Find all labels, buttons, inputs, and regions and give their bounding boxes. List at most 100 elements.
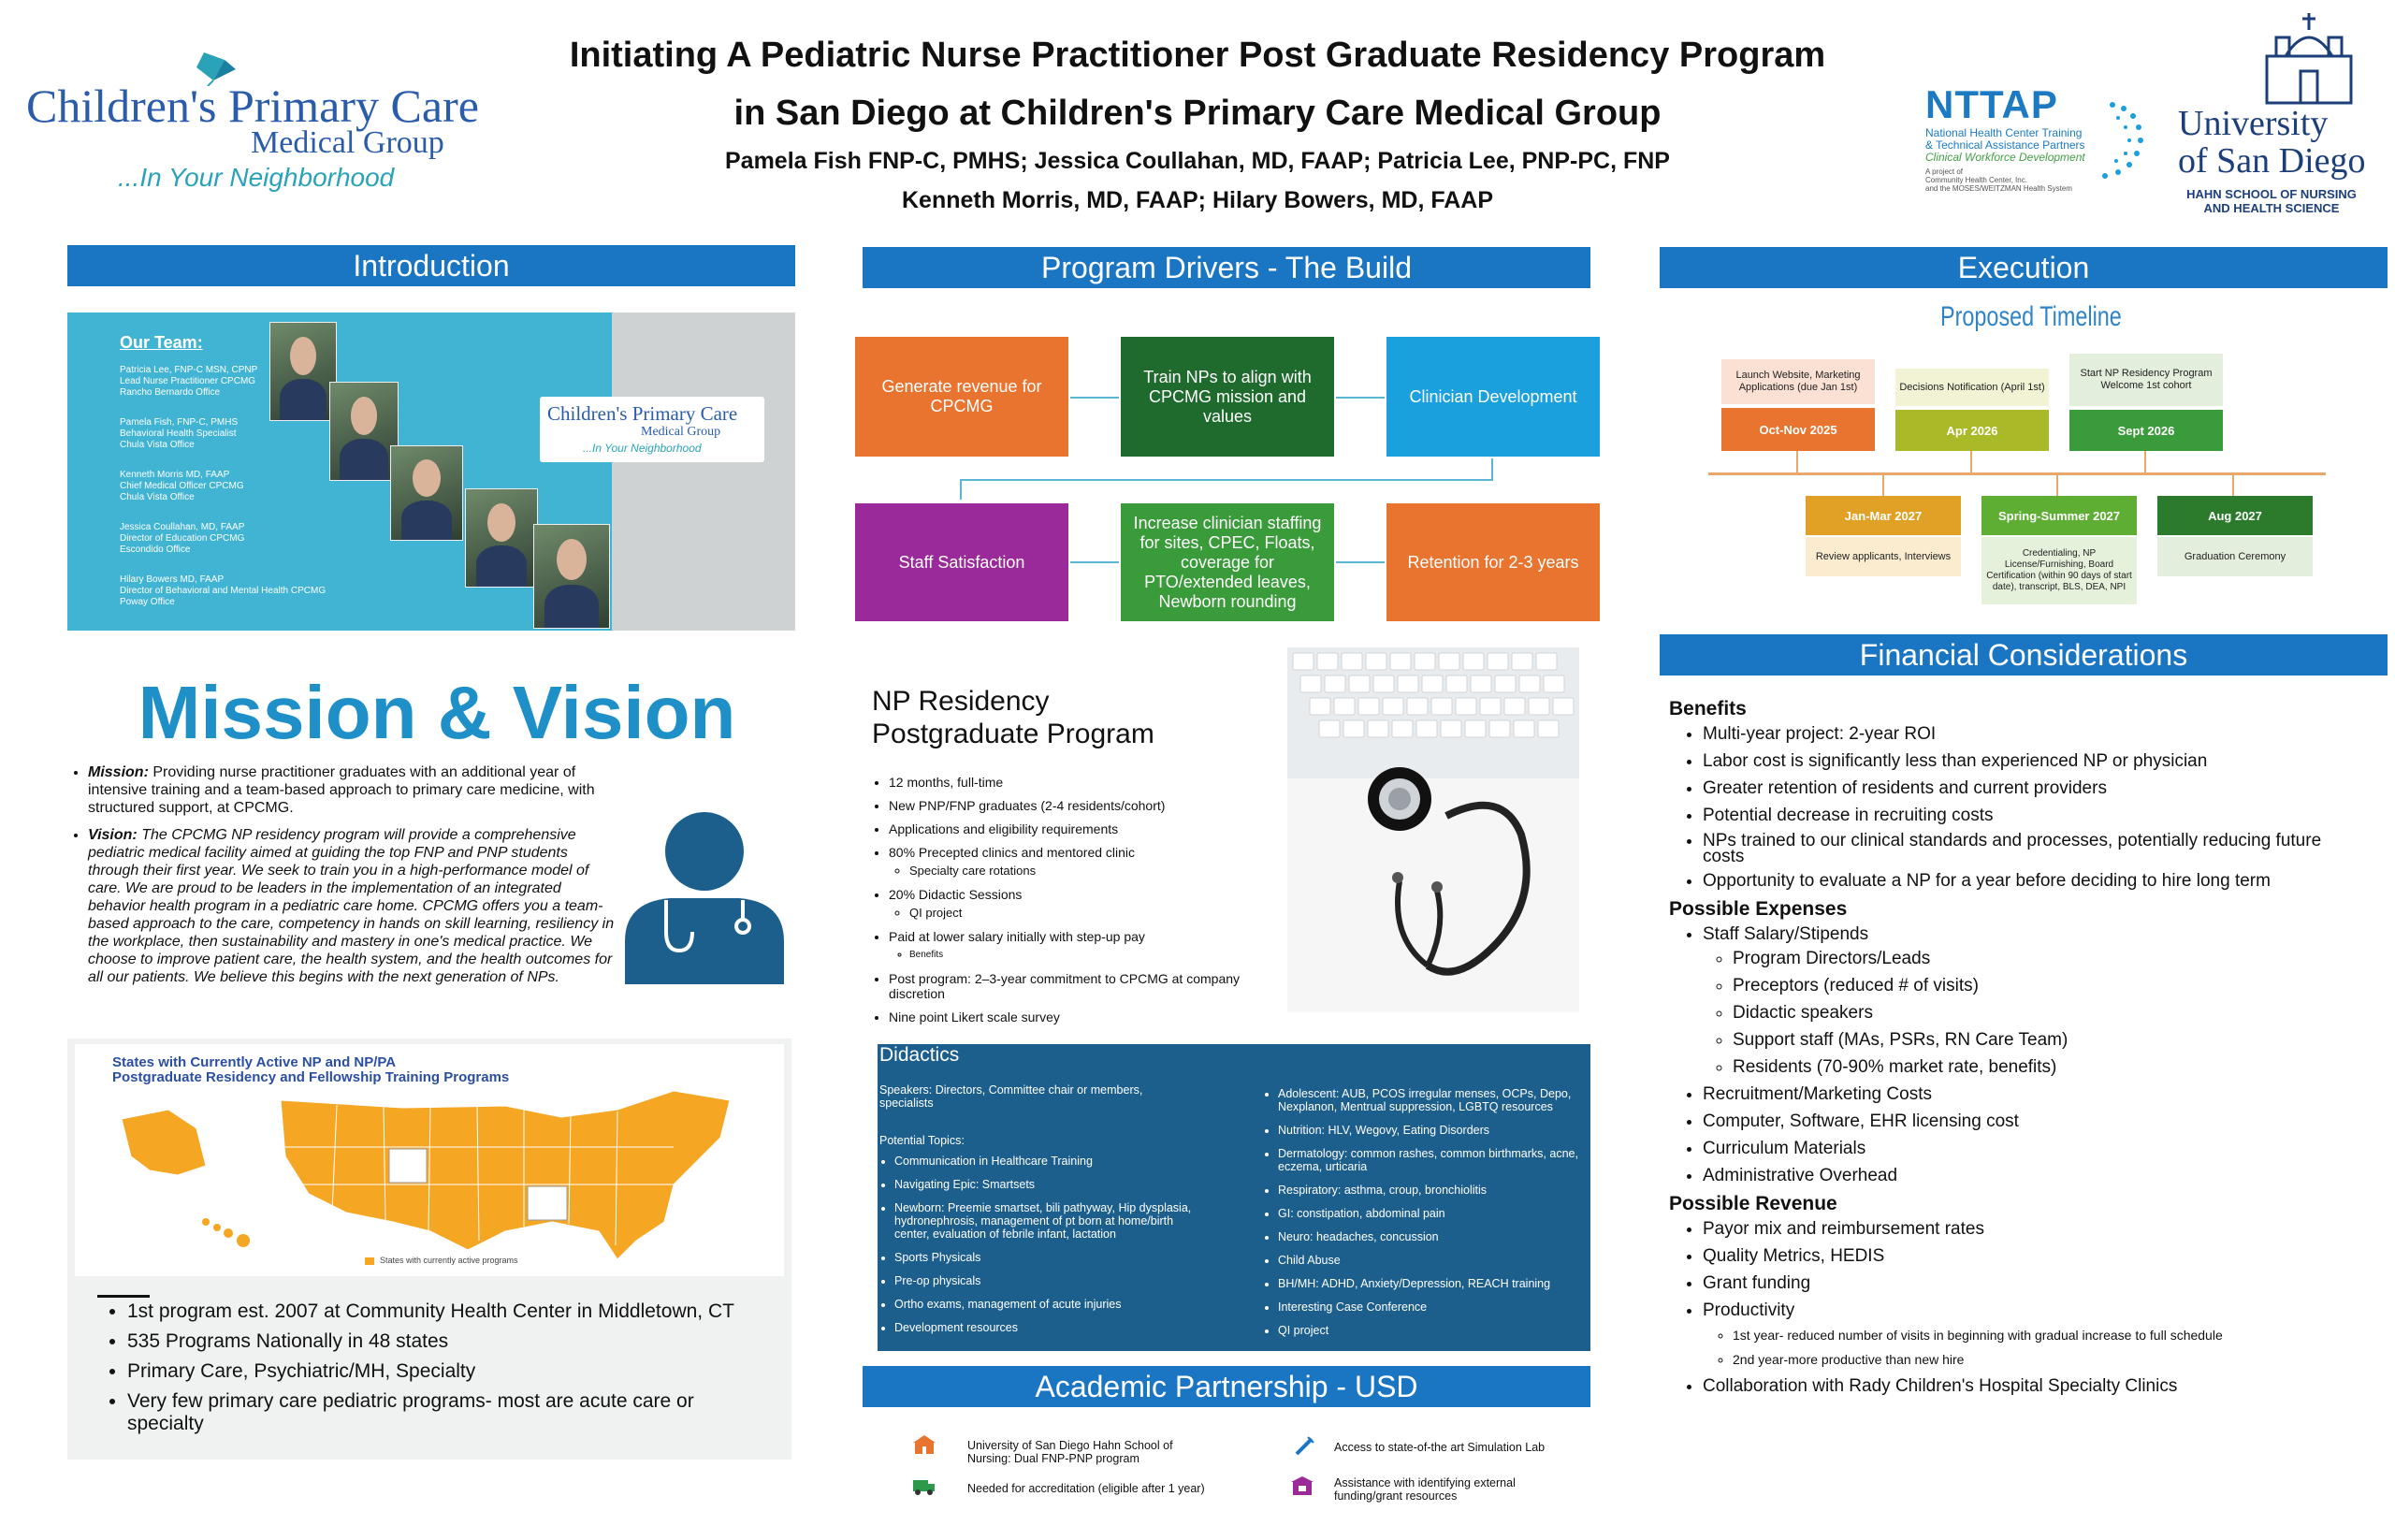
timeline-label: Apr 2026 bbox=[1895, 410, 2049, 451]
driver-clinician-development: Clinician Development bbox=[1386, 337, 1600, 457]
team-photo-1 bbox=[269, 322, 337, 421]
didactic-topic: Navigating Epic: Smartsets bbox=[894, 1178, 1198, 1191]
cpc-subname: Medical Group bbox=[251, 125, 444, 160]
revenue-item: Quality Metrics, HEDIS bbox=[1703, 1246, 2361, 1267]
nttap-line-5: Community Health Center, Inc. bbox=[1925, 176, 2027, 184]
didactics-right-column: Adolescent: AUB, PCOS irregular menses, … bbox=[1263, 1087, 1583, 1347]
didactic-topic: Interesting Case Conference bbox=[1278, 1300, 1583, 1314]
np-residency-list: 12 months, full-time New PNP/FNP graduat… bbox=[870, 775, 1263, 1033]
didactics-topics-label: Potential Topics: bbox=[879, 1134, 965, 1147]
driver-increase-staffing: Increase clinician staffing for sites, C… bbox=[1121, 503, 1334, 621]
revenue-item: Collaboration with Rady Children's Hospi… bbox=[1703, 1376, 2361, 1397]
cpc-tagline: ...In Your Neighborhood bbox=[118, 163, 395, 192]
usd-school-line-1: HAHN SCHOOL OF NURSING bbox=[2186, 187, 2357, 201]
didactic-topic: Adolescent: AUB, PCOS irregular menses, … bbox=[1278, 1087, 1583, 1113]
academic-item: Needed for accreditation (eligible after… bbox=[967, 1482, 1205, 1495]
driver-train-nps: Train NPs to align with CPCMG mission an… bbox=[1121, 337, 1334, 457]
flow-arrow bbox=[960, 479, 1493, 481]
productivity-subitem: 2nd year-more productive than new hire bbox=[1733, 1349, 2361, 1370]
benefit-item: Labor cost is significantly less than ex… bbox=[1703, 751, 2361, 772]
team-member-2: Pamela Fish, FNP-C, PMHS Behavioral Heal… bbox=[120, 417, 239, 450]
divider bbox=[97, 1295, 150, 1298]
academic-header: Academic Partnership - USD bbox=[863, 1366, 1590, 1407]
didactic-topic: GI: constipation, abdominal pain bbox=[1278, 1207, 1583, 1220]
didactic-topic: Ortho exams, management of acute injurie… bbox=[894, 1298, 1198, 1311]
timeline-desc: Start NP Residency Program Welcome 1st c… bbox=[2069, 354, 2223, 406]
flow-arrow bbox=[1336, 561, 1385, 563]
driver-retention: Retention for 2-3 years bbox=[1386, 503, 1600, 621]
ambulance-icon bbox=[913, 1480, 935, 1495]
us-map bbox=[121, 1090, 731, 1260]
np-subitem: QI project bbox=[909, 906, 1263, 921]
timeline-desc: Launch Website, Marketing Applications (… bbox=[1721, 359, 1875, 404]
revenue-item: Grant funding bbox=[1703, 1273, 2361, 1294]
team-photo-3 bbox=[390, 445, 463, 541]
cpc-logo: Children's Primary Care Medical Group ..… bbox=[26, 49, 550, 198]
usd-name-line-2: of San Diego bbox=[2178, 141, 2366, 181]
didactic-topic: Sports Physicals bbox=[894, 1251, 1198, 1264]
timeline-axis bbox=[1708, 472, 2326, 475]
legend-label: States with currently active programs bbox=[380, 1256, 518, 1265]
didactics-speakers: Speakers: Directors, Committee chair or … bbox=[879, 1083, 1143, 1110]
expense-item: Computer, Software, EHR licensing cost bbox=[1703, 1111, 2361, 1132]
nttap-line-3: Clinical Workforce Development bbox=[1925, 151, 2085, 164]
team-photo-4 bbox=[465, 488, 538, 588]
driver-revenue: Generate revenue for CPCMG bbox=[855, 337, 1068, 457]
timeline-label: Aug 2027 bbox=[2157, 496, 2313, 535]
timeline-label: Oct-Nov 2025 bbox=[1721, 408, 1875, 451]
legend-swatch bbox=[365, 1257, 374, 1265]
map-state-without-program bbox=[527, 1185, 568, 1221]
driver-staff-satisfaction: Staff Satisfaction bbox=[855, 503, 1068, 621]
team-panel: Our Team: Patricia Lee, FNP-C MSN, CPNP … bbox=[67, 312, 612, 631]
academic-item: University of San Diego Hahn School of N… bbox=[967, 1439, 1173, 1465]
timeline-stem bbox=[2056, 473, 2058, 496]
mission-vision-text: Mission: Providing nurse practitioner gr… bbox=[67, 763, 619, 995]
execution-header: Execution bbox=[1660, 247, 2388, 288]
timeline-label: Spring-Summer 2027 bbox=[1981, 496, 2137, 535]
programs-facts: 1st program est. 2007 at Community Healt… bbox=[101, 1300, 775, 1443]
expense-subitem: Support staff (MAs, PSRs, RN Care Team) bbox=[1733, 1030, 2361, 1051]
team-member-5: Hilary Bowers MD, FAAP Director of Behav… bbox=[120, 574, 327, 607]
stethoscope-keyboard-icon bbox=[1287, 647, 1579, 976]
np-item: 12 months, full-time bbox=[889, 775, 1263, 790]
timeline-label: Sept 2026 bbox=[2069, 410, 2223, 451]
timeline-desc: Graduation Ceremony bbox=[2157, 537, 2313, 576]
didactics-panel: Didactics Speakers: Directors, Committee… bbox=[878, 1044, 1590, 1351]
nttap-wordmark: NTTAP bbox=[1925, 82, 2058, 126]
map-state-without-program bbox=[388, 1148, 428, 1184]
team-title: Our Team: bbox=[120, 333, 203, 352]
nttap-line-4: A project of bbox=[1925, 167, 1964, 176]
mission-vision-title: Mission & Vision bbox=[138, 671, 736, 754]
flow-connector bbox=[1491, 458, 1493, 481]
timeline-stem bbox=[2232, 473, 2234, 496]
timeline-stem bbox=[2144, 451, 2146, 473]
usd-school-line-2: AND HEALTH SCIENCE bbox=[2203, 201, 2340, 215]
revenue-item: Payor mix and reimbursement rates bbox=[1703, 1219, 2361, 1240]
np-item: Post program: 2–3-year commitment to CPC… bbox=[889, 971, 1263, 1001]
flow-arrow bbox=[1070, 561, 1119, 563]
funding-icon bbox=[1291, 1476, 1314, 1495]
academic-item: Access to state-of-the art Simulation La… bbox=[1334, 1441, 1546, 1454]
intro-logo-subname: Medical Group bbox=[641, 425, 721, 439]
introduction-header: Introduction bbox=[67, 245, 795, 286]
team-member-1: Patricia Lee, FNP-C MSN, CPNP Lead Nurse… bbox=[120, 365, 258, 398]
introduction-panel: Our Team: Patricia Lee, FNP-C MSN, CPNP … bbox=[67, 312, 795, 631]
authors-line-1: Pamela Fish FNP-C, PMHS; Jessica Coullah… bbox=[725, 148, 1670, 174]
authors-line-2: Kenneth Morris, MD, FAAP; Hilary Bowers,… bbox=[901, 187, 1494, 213]
dots-swirl-icon bbox=[2102, 102, 2143, 179]
didactic-topic: Newborn: Preemie smartset, bili pathyway… bbox=[894, 1201, 1198, 1241]
benefit-item: Potential decrease in recruiting costs bbox=[1703, 806, 2361, 826]
didactic-topic: Nutrition: HLV, Wegovy, Eating Disorders bbox=[1278, 1124, 1583, 1137]
timeline-stem bbox=[1882, 473, 1884, 496]
cpc-name: Children's Primary Care bbox=[26, 80, 479, 132]
timeline-desc: Credentialing, NP License/Furnishing, Bo… bbox=[1981, 537, 2137, 604]
team-photo-2 bbox=[329, 382, 399, 481]
map-state-borders bbox=[285, 1104, 674, 1246]
fact-item: Very few primary care pediatric programs… bbox=[127, 1390, 775, 1435]
timeline-label: Jan-Mar 2027 bbox=[1806, 496, 1961, 535]
np-subitem: Specialty care rotations bbox=[909, 864, 1263, 879]
nttap-line-2: & Technical Assistance Partners bbox=[1925, 138, 2085, 152]
flow-arrow bbox=[1336, 397, 1385, 399]
intro-cpc-logo: Children's Primary Care Medical Group ..… bbox=[540, 397, 764, 462]
np-item: Applications and eligibility requirement… bbox=[889, 821, 1263, 836]
